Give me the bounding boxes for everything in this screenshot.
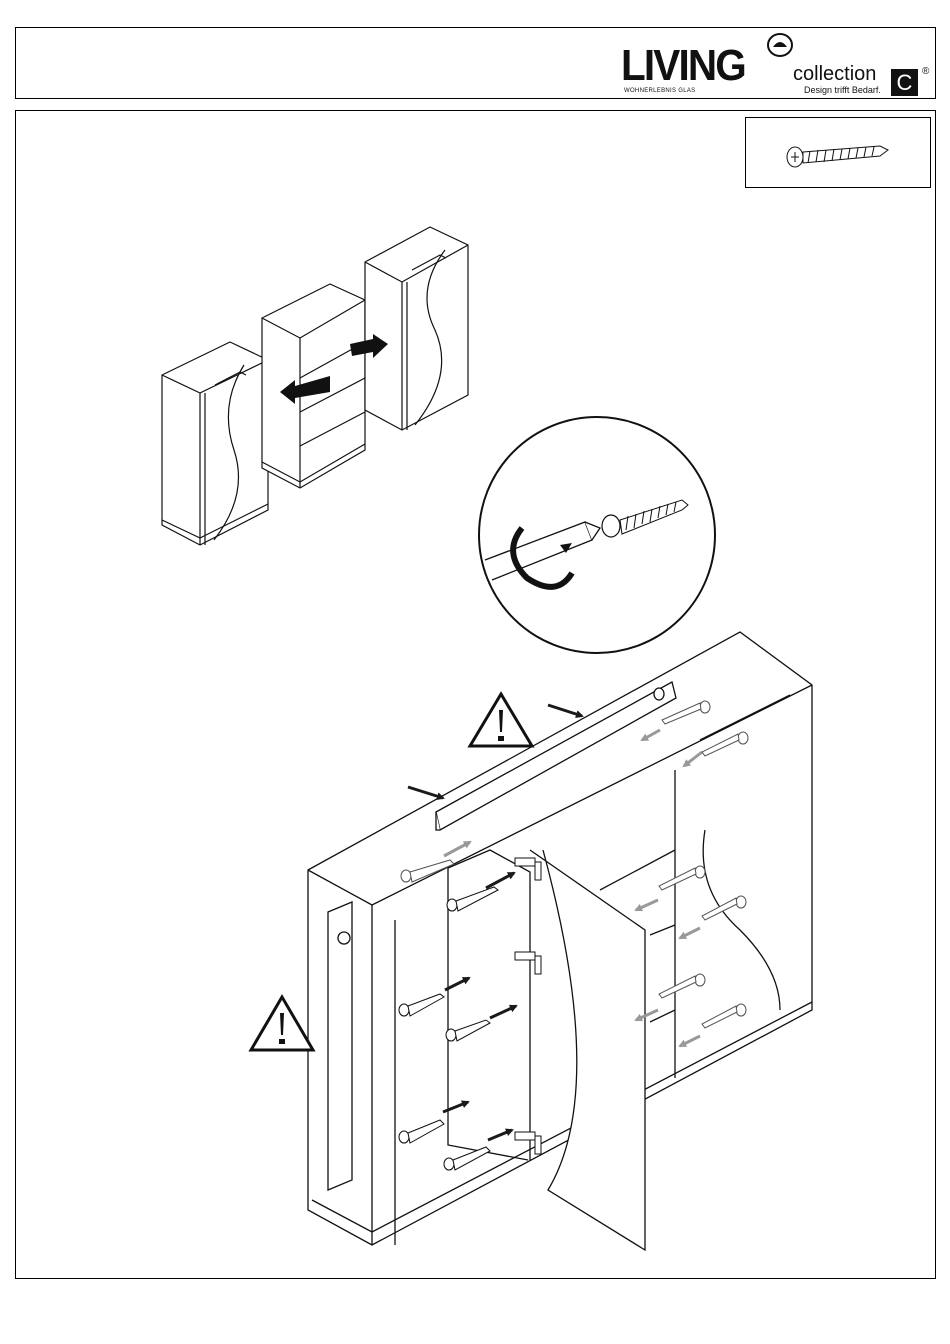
screw-icon — [787, 146, 888, 167]
cabinet-left — [162, 342, 268, 545]
cabinet-right — [365, 227, 468, 430]
cabinet-assembly — [308, 632, 812, 1250]
screwdriver-detail — [479, 417, 715, 653]
